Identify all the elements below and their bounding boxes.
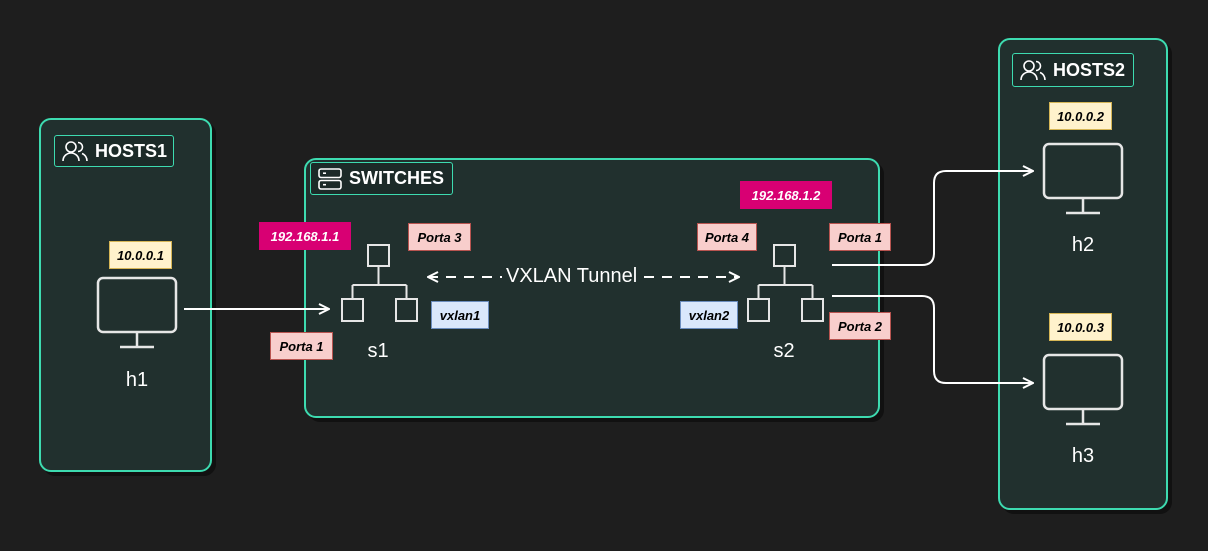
s2-to-h2-link [832,171,1033,266]
hosts1-group-title: HOSTS1 [95,140,168,161]
server-icon [318,167,342,190]
s1-port-in-badge: Porta 1 [270,332,333,360]
s1-vxlan-badge: vxlan1 [431,301,489,329]
s1-label: s1 [367,340,389,362]
s2-switch-icon[interactable] [747,244,824,322]
switches-group-title: SWITCHES [349,168,445,188]
hosts2-group-title: HOSTS2 [1053,59,1126,80]
s2-vxlan-badge: vxlan2 [680,301,738,329]
users-icon [62,141,88,162]
h2-monitor-icon[interactable] [1042,142,1124,215]
h1-monitor-icon[interactable] [96,276,178,349]
h2-ip-badge: 10.0.0.2 [1049,102,1112,130]
s2-to-h3-link [832,295,1033,383]
users-icon [1020,60,1046,81]
s2-ip-badge: 192.168.1.2 [740,181,832,209]
vxlan-tunnel-label: VXLAN Tunnel [502,265,642,288]
s1-switch-icon[interactable] [341,244,418,322]
h2-label: h2 [1071,234,1095,256]
hosts1-group-label: HOSTS1 [54,135,174,167]
h3-label: h3 [1071,445,1095,467]
s1-port-tunnel-badge: Porta 3 [408,223,471,251]
s2-label: s2 [773,340,795,362]
hosts2-group-label: HOSTS2 [1012,53,1134,87]
s1-ip-badge: 192.168.1.1 [259,222,351,250]
s2-port-h3-badge: Porta 2 [829,312,891,340]
h3-monitor-icon[interactable] [1042,353,1124,426]
switches-group-label: SWITCHES [310,162,453,195]
h1-ip-badge: 10.0.0.1 [109,241,172,269]
h1-label: h1 [125,369,149,391]
hosts1-group [39,118,212,472]
s2-port-tunnel-badge: Porta 4 [697,223,757,251]
h3-ip-badge: 10.0.0.3 [1049,313,1112,341]
s2-port-h2-badge: Porta 1 [829,223,891,251]
